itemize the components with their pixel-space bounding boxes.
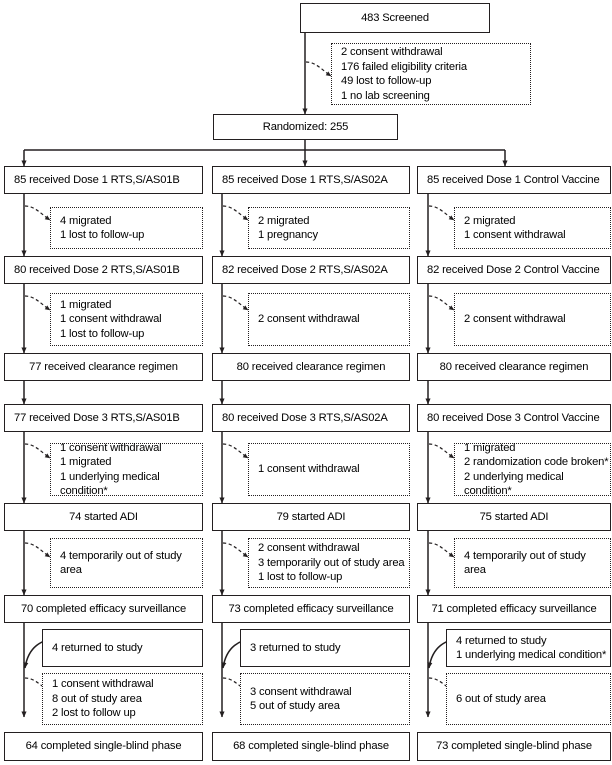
node-c3-efficacy: 71 completed efficacy surveillance bbox=[417, 595, 611, 623]
node-c2-efficacy-label: 73 completed efficacy surveillance bbox=[228, 602, 394, 615]
c1-branch-3 bbox=[24, 443, 51, 459]
node-c3-exclusions-3-label: 1 migrated 2 randomization code broken* … bbox=[464, 441, 609, 498]
node-c3-dose3-label: 80 received Dose 3 Control Vaccine bbox=[427, 411, 600, 424]
c2-branch-3 bbox=[222, 443, 249, 459]
node-c2-exclusions-4: 2 consent withdrawal 3 temporarily out o… bbox=[248, 538, 410, 588]
node-c1-exclusions-1: 4 migrated 1 lost to follow-up bbox=[50, 207, 203, 249]
node-c2-clearance: 80 received clearance regimen bbox=[212, 353, 410, 381]
node-c3-clearance-label: 80 received clearance regimen bbox=[439, 360, 589, 373]
arrow-screened-exclusions bbox=[305, 61, 332, 77]
c2-branch-4 bbox=[222, 542, 249, 558]
node-c1-clearance-label: 77 received clearance regimen bbox=[29, 360, 178, 373]
node-c3-exclusions-5-label: 6 out of study area bbox=[456, 692, 546, 705]
node-c2-returned: 3 returned to study bbox=[240, 629, 410, 667]
node-c1-exclusions-3: 1 consent withdrawal 1 migrated 1 underl… bbox=[50, 441, 203, 498]
node-c2-dose2-label: 82 received Dose 2 RTS,S/AS02A bbox=[222, 263, 388, 276]
node-c1-final-label: 64 completed single-blind phase bbox=[25, 740, 182, 753]
node-c1-returned-label: 4 returned to study bbox=[52, 641, 143, 654]
node-c3-dose1-label: 85 received Dose 1 Control Vaccine bbox=[427, 173, 600, 186]
node-c3-clearance: 80 received clearance regimen bbox=[417, 353, 611, 381]
node-c1-dose2-label: 80 received Dose 2 RTS,S/AS01B bbox=[14, 263, 180, 276]
node-c3-exclusions-2-label: 2 consent withdrawal bbox=[464, 313, 566, 326]
node-c2-efficacy: 73 completed efficacy surveillance bbox=[212, 595, 410, 623]
node-c1-exclusions-2: 1 migrated 1 consent withdrawal 1 lost t… bbox=[50, 293, 203, 346]
node-c1-efficacy: 70 completed efficacy surveillance bbox=[4, 595, 203, 623]
node-c1-dose1-label: 85 received Dose 1 RTS,S/AS01B bbox=[14, 173, 180, 186]
node-screened-label: 483 Screened bbox=[361, 11, 429, 24]
node-c2-exclusions-3: 1 consent withdrawal bbox=[248, 443, 410, 496]
node-c2-exclusions-1: 2 migrated 1 pregnancy bbox=[248, 207, 410, 249]
node-c2-exclusions-2-label: 2 consent withdrawal bbox=[258, 313, 360, 326]
node-c1-dose1: 85 received Dose 1 RTS,S/AS01B bbox=[4, 166, 203, 194]
node-c2-exclusions-5: 3 consent withdrawal 5 out of study area bbox=[240, 673, 410, 725]
node-screening-exclusions-label: 2 consent withdrawal 176 failed eligibil… bbox=[341, 46, 467, 102]
node-c2-adi-label: 79 started ADI bbox=[276, 510, 346, 523]
c3-branch-2 bbox=[428, 295, 455, 311]
node-c3-final: 73 completed single-blind phase bbox=[417, 732, 611, 761]
node-c2-exclusions-5-label: 3 consent withdrawal 5 out of study area bbox=[250, 685, 352, 713]
node-c3-exclusions-5: 6 out of study area bbox=[446, 673, 611, 725]
node-c3-dose3: 80 received Dose 3 Control Vaccine bbox=[417, 404, 611, 432]
node-c1-adi: 74 started ADI bbox=[4, 503, 203, 531]
node-c3-final-label: 73 completed single-blind phase bbox=[436, 740, 592, 753]
node-c3-returned-label: 4 returned to study 1 underlying medical… bbox=[456, 634, 607, 662]
c1-branch-1 bbox=[24, 205, 51, 221]
node-c2-dose1-label: 85 received Dose 1 RTS,S/AS02A bbox=[222, 173, 388, 186]
c1-branch-4 bbox=[24, 542, 51, 558]
c2-branch-2 bbox=[222, 295, 249, 311]
node-c3-adi-label: 75 started ADI bbox=[479, 510, 549, 523]
c3-branch-4 bbox=[428, 542, 455, 558]
node-c1-final: 64 completed single-blind phase bbox=[4, 732, 203, 761]
node-screened: 483 Screened bbox=[300, 3, 490, 33]
node-c3-exclusions-2: 2 consent withdrawal bbox=[454, 293, 611, 346]
node-c3-exclusions-3: 1 migrated 2 randomization code broken* … bbox=[454, 441, 611, 498]
node-c2-adi: 79 started ADI bbox=[212, 503, 410, 531]
node-c1-clearance: 77 received clearance regimen bbox=[4, 353, 203, 381]
node-c1-dose2: 80 received Dose 2 RTS,S/AS01B bbox=[4, 256, 203, 284]
node-randomized: Randomized: 255 bbox=[213, 114, 398, 140]
node-c1-dose3: 77 received Dose 3 RTS,S/AS01B bbox=[4, 404, 203, 432]
node-c2-exclusions-1-label: 2 migrated 1 pregnancy bbox=[258, 214, 318, 242]
node-c3-adi: 75 started ADI bbox=[417, 503, 611, 531]
node-c2-final-label: 68 completed single-blind phase bbox=[233, 740, 389, 753]
node-c3-exclusions-4: 4 temporarily out of study area bbox=[454, 538, 611, 588]
node-c3-efficacy-label: 71 completed efficacy surveillance bbox=[431, 602, 597, 615]
node-c1-exclusions-4-label: 4 temporarily out of study area bbox=[60, 549, 182, 577]
node-c2-returned-label: 3 returned to study bbox=[250, 641, 341, 654]
c3-branch-3 bbox=[428, 443, 455, 459]
node-c2-exclusions-2: 2 consent withdrawal bbox=[248, 293, 410, 346]
node-c3-dose2-label: 82 received Dose 2 Control Vaccine bbox=[427, 263, 600, 276]
node-c3-exclusions-1: 2 migrated 1 consent withdrawal bbox=[454, 207, 611, 249]
node-c2-dose3: 80 received Dose 3 RTS,S/AS02A bbox=[212, 404, 410, 432]
node-c3-returned: 4 returned to study 1 underlying medical… bbox=[446, 629, 611, 667]
c2-branch-1 bbox=[222, 205, 249, 221]
node-randomized-label: Randomized: 255 bbox=[262, 120, 349, 133]
c1-branch-2 bbox=[24, 295, 51, 311]
node-c1-returned: 4 returned to study bbox=[42, 629, 203, 667]
node-c1-exclusions-4: 4 temporarily out of study area bbox=[50, 538, 203, 588]
node-c2-dose3-label: 80 received Dose 3 RTS,S/AS02A bbox=[222, 411, 388, 424]
node-c2-dose1: 85 received Dose 1 RTS,S/AS02A bbox=[212, 166, 410, 194]
node-c2-exclusions-3-label: 1 consent withdrawal bbox=[258, 463, 360, 476]
node-c1-adi-label: 74 started ADI bbox=[69, 510, 138, 523]
node-c1-exclusions-1-label: 4 migrated 1 lost to follow-up bbox=[60, 214, 145, 242]
node-c1-exclusions-3-label: 1 consent withdrawal 1 migrated 1 underl… bbox=[60, 441, 162, 498]
node-c3-dose2: 82 received Dose 2 Control Vaccine bbox=[417, 256, 611, 284]
node-c2-final: 68 completed single-blind phase bbox=[212, 732, 410, 761]
node-c1-dose3-label: 77 received Dose 3 RTS,S/AS01B bbox=[14, 411, 180, 424]
node-c2-clearance-label: 80 received clearance regimen bbox=[236, 360, 386, 373]
c3-branch-1 bbox=[428, 205, 455, 221]
node-screening-exclusions: 2 consent withdrawal 176 failed eligibil… bbox=[331, 43, 531, 105]
node-c3-exclusions-1-label: 2 migrated 1 consent withdrawal bbox=[464, 214, 566, 242]
node-c1-exclusions-2-label: 1 migrated 1 consent withdrawal 1 lost t… bbox=[60, 298, 162, 340]
node-c1-exclusions-5-label: 1 consent withdrawal 8 out of study area… bbox=[52, 678, 154, 720]
node-c3-exclusions-4-label: 4 temporarily out of study area bbox=[464, 549, 586, 577]
node-c2-dose2: 82 received Dose 2 RTS,S/AS02A bbox=[212, 256, 410, 284]
node-c1-exclusions-5: 1 consent withdrawal 8 out of study area… bbox=[42, 673, 203, 725]
node-c1-efficacy-label: 70 completed efficacy surveillance bbox=[20, 602, 187, 615]
node-c2-exclusions-4-label: 2 consent withdrawal 3 temporarily out o… bbox=[258, 542, 405, 584]
node-c3-dose1: 85 received Dose 1 Control Vaccine bbox=[417, 166, 611, 194]
